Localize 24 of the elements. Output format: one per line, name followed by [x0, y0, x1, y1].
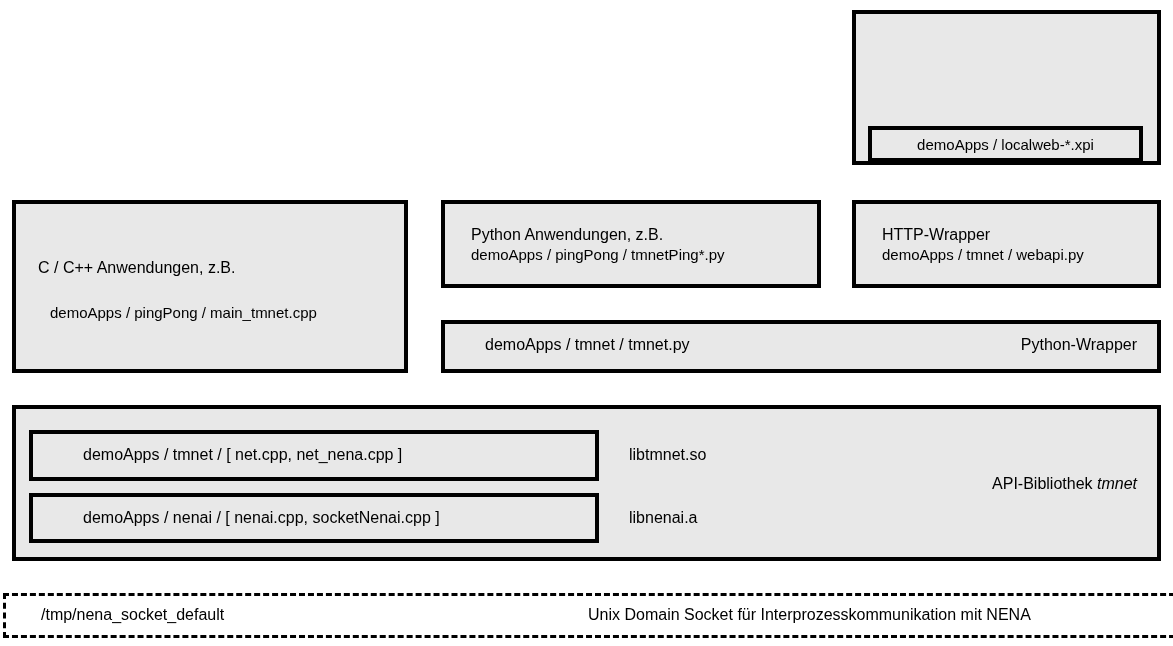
label-text: demoApps / pingPong / main_tmnet.cpp — [50, 304, 317, 322]
label-text: demoApps / tmnet / tmnet.py — [485, 336, 690, 355]
label-text: demoApps / pingPong / tmnetPing*.py — [471, 246, 725, 264]
label-text: demoApps / tmnet / [ net.cpp, net_nena.cpp ] — [83, 446, 403, 465]
heading-text: C / C++ Anwendungen, z.B. — [38, 259, 236, 278]
label-text: Unix Domain Socket für Interprozesskommunikation mit NENA — [588, 606, 1031, 625]
label-text: Python-Wrapper — [1020, 336, 1137, 355]
library-name: libnenai.a — [629, 509, 698, 528]
label-text: demoApps / tmnet / webapi.py — [882, 246, 1084, 264]
label-text: API-Bibliothek tmnet — [992, 475, 1137, 494]
layer-box — [12, 405, 1161, 561]
module-box — [868, 126, 1143, 162]
label-text: demoApps / localweb-*.xpi — [916, 136, 1095, 154]
layer-box — [852, 200, 1161, 288]
layer-box — [441, 320, 1161, 373]
library-name: libtmnet.so — [629, 446, 707, 465]
heading-text: HTTP-Wrapper — [882, 226, 991, 245]
socket-band — [3, 593, 1173, 638]
label-text: demoApps / nenai / [ nenai.cpp, socketNenai.cpp ] — [83, 509, 440, 528]
file-path: /tmp/nena_socket_default — [41, 606, 225, 625]
layer-box — [12, 200, 408, 373]
layer-box — [441, 200, 821, 288]
application-box — [852, 10, 1161, 165]
heading-text: Python Anwendungen, z.B. — [471, 226, 664, 245]
